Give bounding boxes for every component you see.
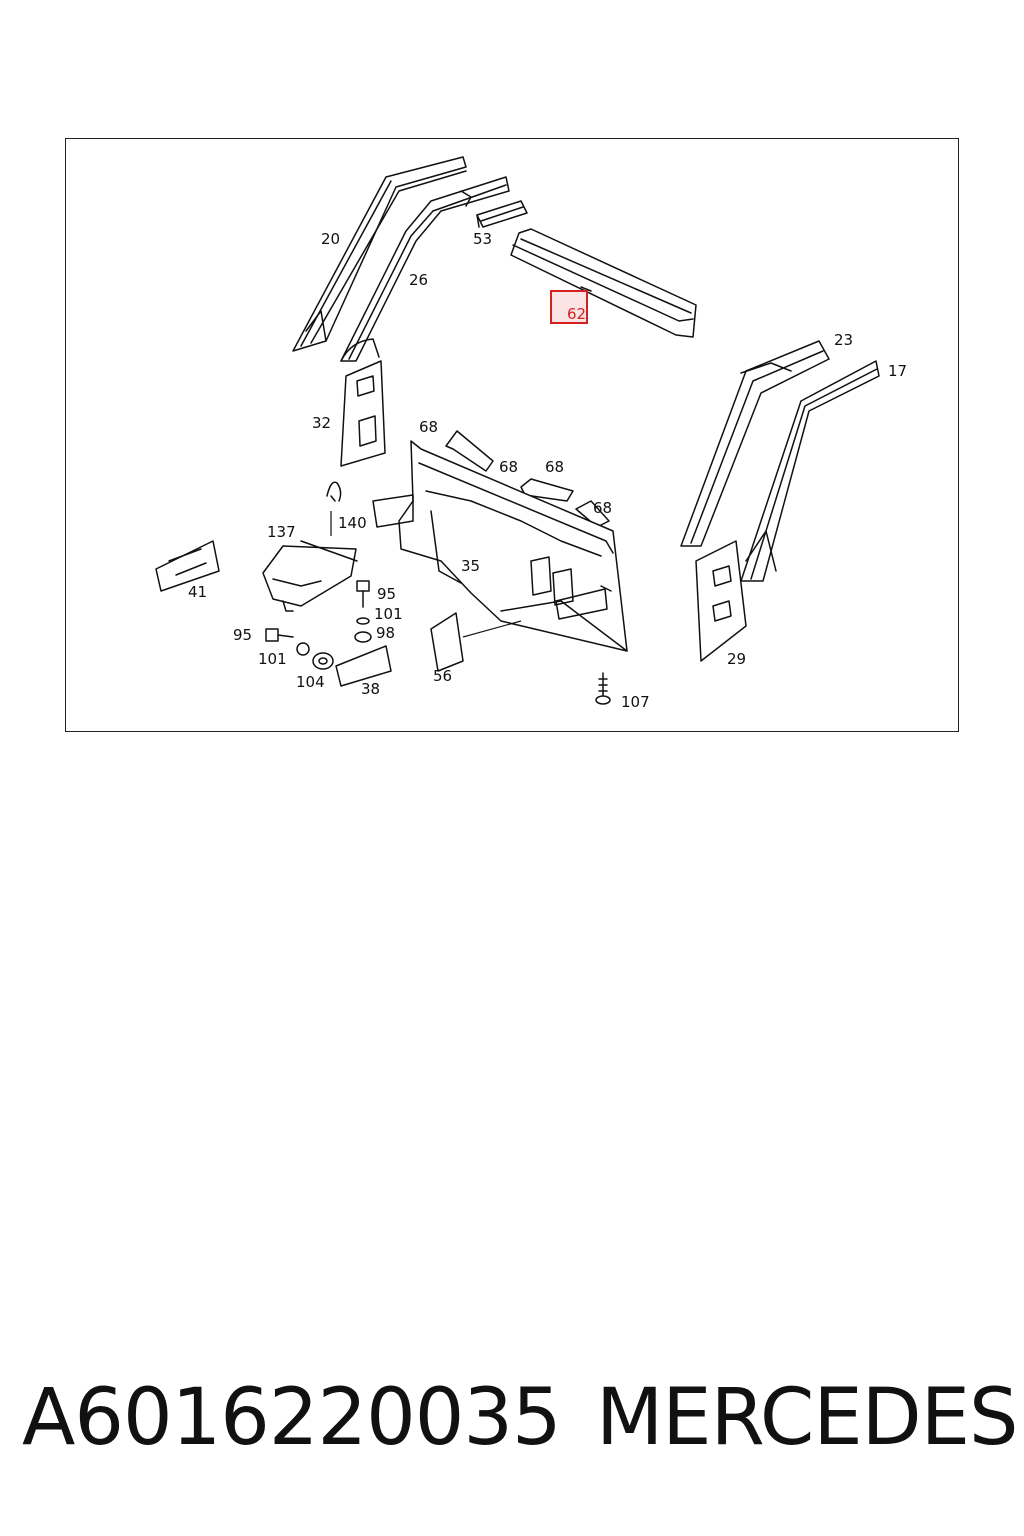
part-53-bracket[interactable] bbox=[476, 200, 528, 228]
part-41-bracket[interactable] bbox=[155, 540, 220, 592]
callout-17[interactable]: 17 bbox=[888, 362, 907, 380]
footer: A6016220035 MERCEDES bbox=[0, 1365, 1024, 1475]
brand-name: MERCEDES bbox=[596, 1373, 1018, 1463]
callout-98[interactable]: 98 bbox=[376, 624, 395, 642]
callout-107[interactable]: 107 bbox=[621, 693, 650, 711]
callout-101-a[interactable]: 101 bbox=[374, 605, 403, 623]
part-68-seal-a[interactable] bbox=[445, 430, 494, 472]
callout-62[interactable]: 62 bbox=[567, 305, 586, 323]
part-56-cover-plate[interactable] bbox=[430, 612, 464, 672]
callout-101-b[interactable]: 101 bbox=[258, 650, 287, 668]
callout-95-b[interactable]: 95 bbox=[233, 626, 252, 644]
callout-68-c[interactable]: 68 bbox=[545, 458, 564, 476]
callout-140[interactable]: 140 bbox=[338, 514, 367, 532]
part-20-a-pillar-outer[interactable] bbox=[292, 156, 467, 352]
callout-38[interactable]: 38 bbox=[361, 680, 380, 698]
part-26-a-pillar-inner[interactable] bbox=[340, 176, 510, 362]
part-98-washer[interactable] bbox=[354, 631, 372, 643]
callout-68-d[interactable]: 68 bbox=[593, 499, 612, 517]
callout-56[interactable]: 56 bbox=[433, 667, 452, 685]
part-29-right-lower-pillar[interactable] bbox=[695, 540, 747, 662]
highlight-box-62 bbox=[550, 290, 588, 324]
callout-104[interactable]: 104 bbox=[296, 673, 325, 691]
parts-diagram-frame: 20 26 53 62 23 17 32 68 68 68 68 140 137… bbox=[65, 138, 959, 732]
callout-32[interactable]: 32 bbox=[312, 414, 331, 432]
part-17-right-pillar-inner[interactable] bbox=[740, 360, 880, 582]
part-95-bolt-b[interactable] bbox=[265, 628, 294, 642]
callout-23[interactable]: 23 bbox=[834, 331, 853, 349]
part-32-left-lower-pillar[interactable] bbox=[340, 360, 386, 467]
callout-95-a[interactable]: 95 bbox=[377, 585, 396, 603]
callout-41[interactable]: 41 bbox=[188, 583, 207, 601]
callout-35[interactable]: 35 bbox=[461, 557, 480, 575]
parts-diagram: 20 26 53 62 23 17 32 68 68 68 68 140 137… bbox=[155, 156, 907, 711]
part-95-bolt-a[interactable] bbox=[356, 580, 370, 608]
part-101-washer-b[interactable] bbox=[296, 642, 310, 656]
part-101-washer-a[interactable] bbox=[356, 617, 370, 625]
callout-68-b[interactable]: 68 bbox=[499, 458, 518, 476]
callout-53[interactable]: 53 bbox=[473, 230, 492, 248]
part-104-nut[interactable] bbox=[312, 652, 334, 670]
callout-68-a[interactable]: 68 bbox=[419, 418, 438, 436]
callout-20[interactable]: 20 bbox=[321, 230, 340, 248]
callout-137[interactable]: 137 bbox=[267, 523, 296, 541]
part-number: A6016220035 bbox=[22, 1373, 562, 1463]
part-23-right-pillar-outer[interactable] bbox=[680, 340, 830, 547]
part-38-bracket[interactable] bbox=[335, 645, 392, 687]
part-62-windshield-crossmember[interactable] bbox=[510, 228, 697, 338]
part-107-screw[interactable] bbox=[595, 672, 611, 705]
callout-29[interactable]: 29 bbox=[727, 650, 746, 668]
part-35-firewall-cowl[interactable] bbox=[372, 440, 628, 652]
part-140-clip[interactable] bbox=[326, 481, 342, 502]
callout-26[interactable]: 26 bbox=[409, 271, 428, 289]
part-137-mounting-plate[interactable] bbox=[262, 540, 358, 612]
